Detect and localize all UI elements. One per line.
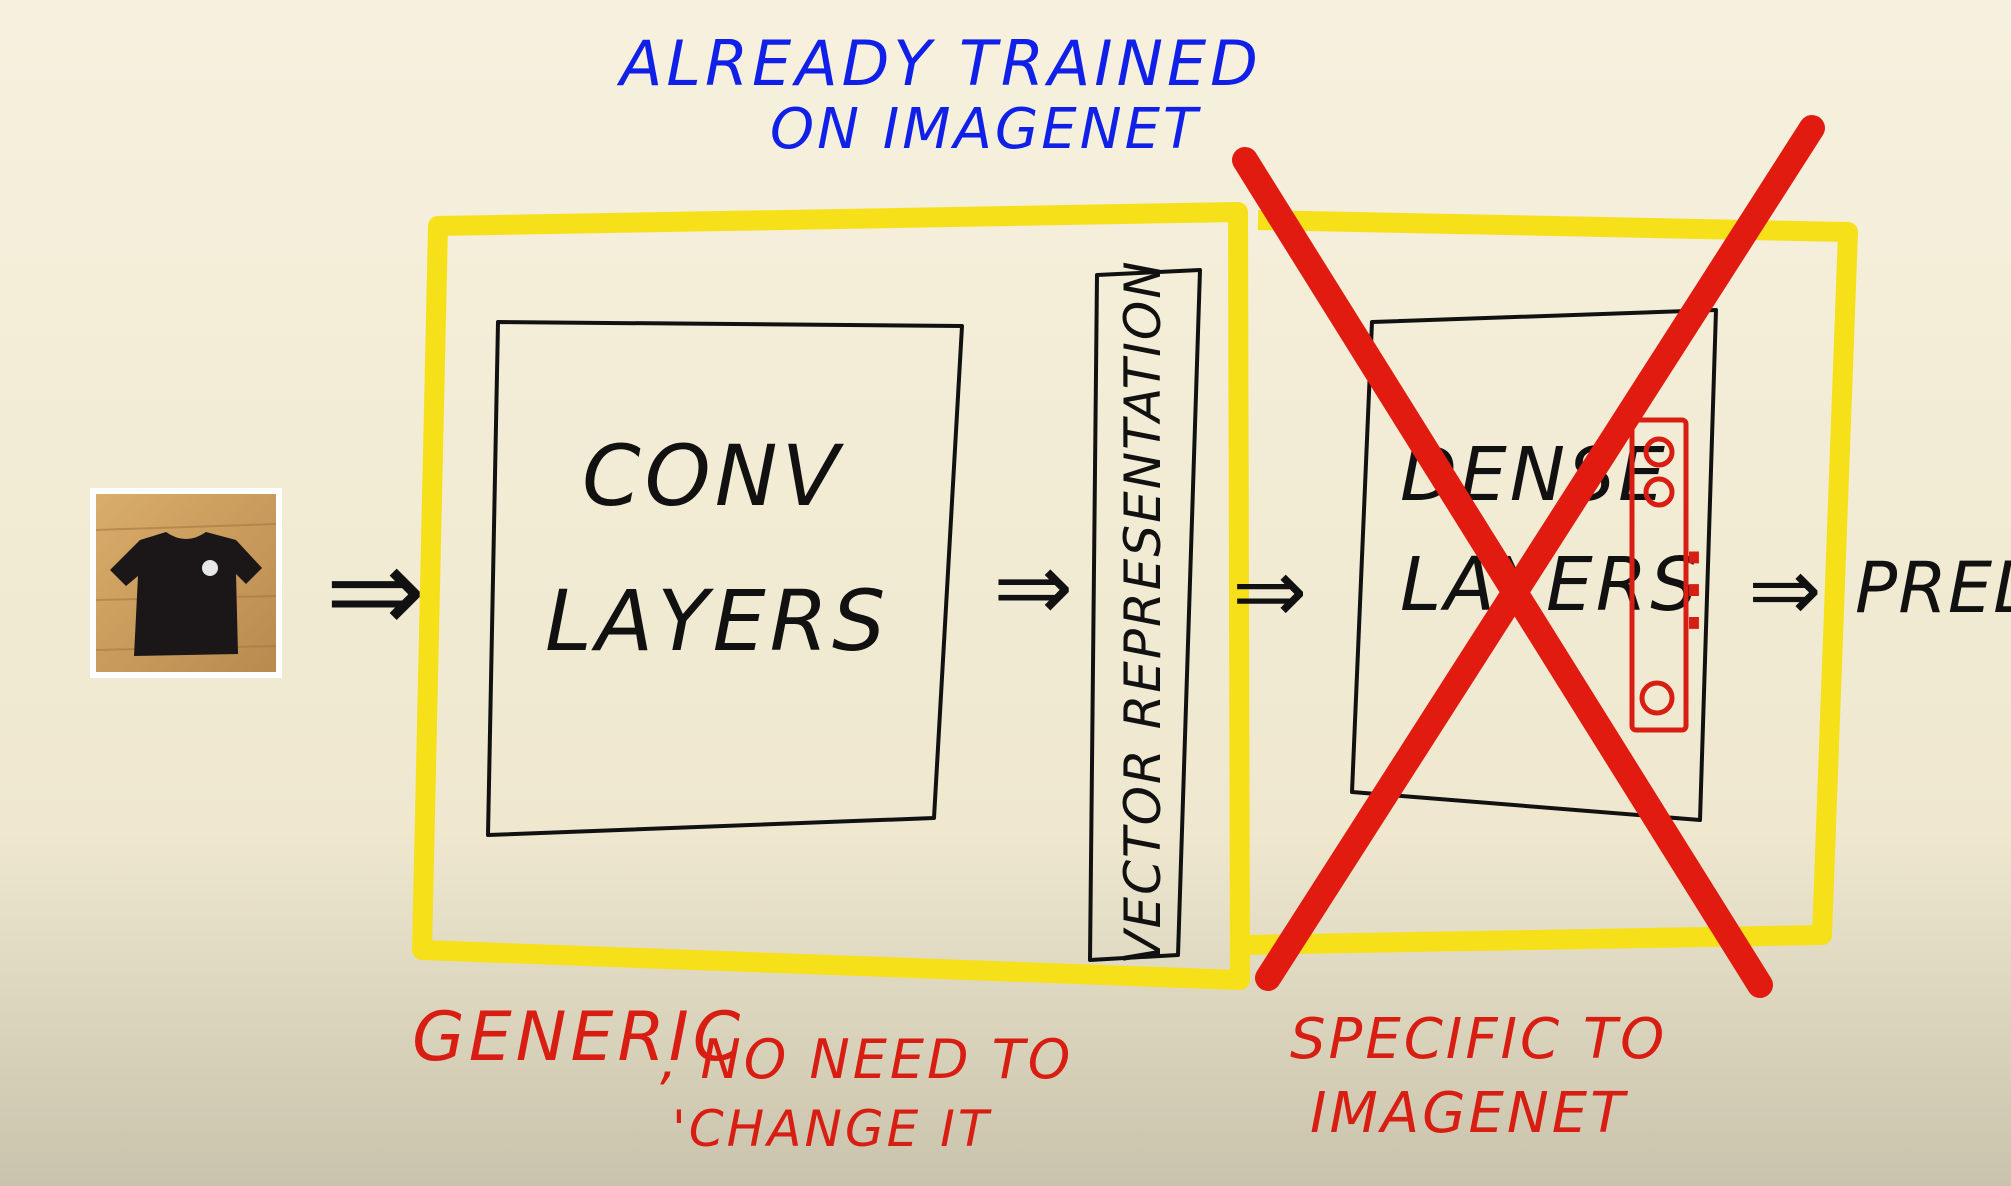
neuron-1 xyxy=(1643,436,1675,468)
header-line-2: ON IMAGENET xyxy=(770,97,1201,162)
red-cross-mark xyxy=(1232,115,1825,998)
generic-caption-line-3: 'CHANGE IT xyxy=(672,1100,992,1158)
specific-caption-line-1: SPECIFIC TO xyxy=(1290,1007,1667,1072)
arrow-vector-to-dense: ⇒ xyxy=(1232,539,1307,644)
specific-frame xyxy=(1239,210,1858,955)
header-line-1: ALREADY TRAINED xyxy=(616,27,1262,100)
generic-frame xyxy=(412,202,1250,990)
dense-layers-box xyxy=(1350,308,1718,822)
output-neuron-column: ⋮ xyxy=(1629,417,1742,733)
vector-representation-label: VECTOR REPRESENTATION xyxy=(1114,259,1172,964)
neuron-last xyxy=(1639,680,1675,716)
conv-layers-box xyxy=(486,320,964,837)
conv-label-line-2: LAYERS xyxy=(545,572,889,670)
arrow-conv-to-vector: ⇒ xyxy=(993,531,1073,643)
arrow-input-to-conv: ⇒ xyxy=(325,522,426,661)
tshirt-shape xyxy=(110,532,262,656)
specific-caption-line-2: IMAGENET xyxy=(1310,1081,1628,1146)
neuron-2 xyxy=(1643,476,1675,508)
input-image xyxy=(90,488,282,678)
prediction-label: PRED xyxy=(1855,547,2011,629)
neuron-ellipsis: ⋮ xyxy=(1646,531,1742,643)
conv-label-line-1: CONV xyxy=(582,427,845,525)
generic-caption-line-2: , NO NEED TO xyxy=(660,1028,1073,1091)
vector-representation-bar xyxy=(1088,268,1202,962)
arrow-dense-to-pred: ⇒ xyxy=(1748,538,1822,641)
generic-caption-line-1: GENERIC xyxy=(412,998,744,1077)
